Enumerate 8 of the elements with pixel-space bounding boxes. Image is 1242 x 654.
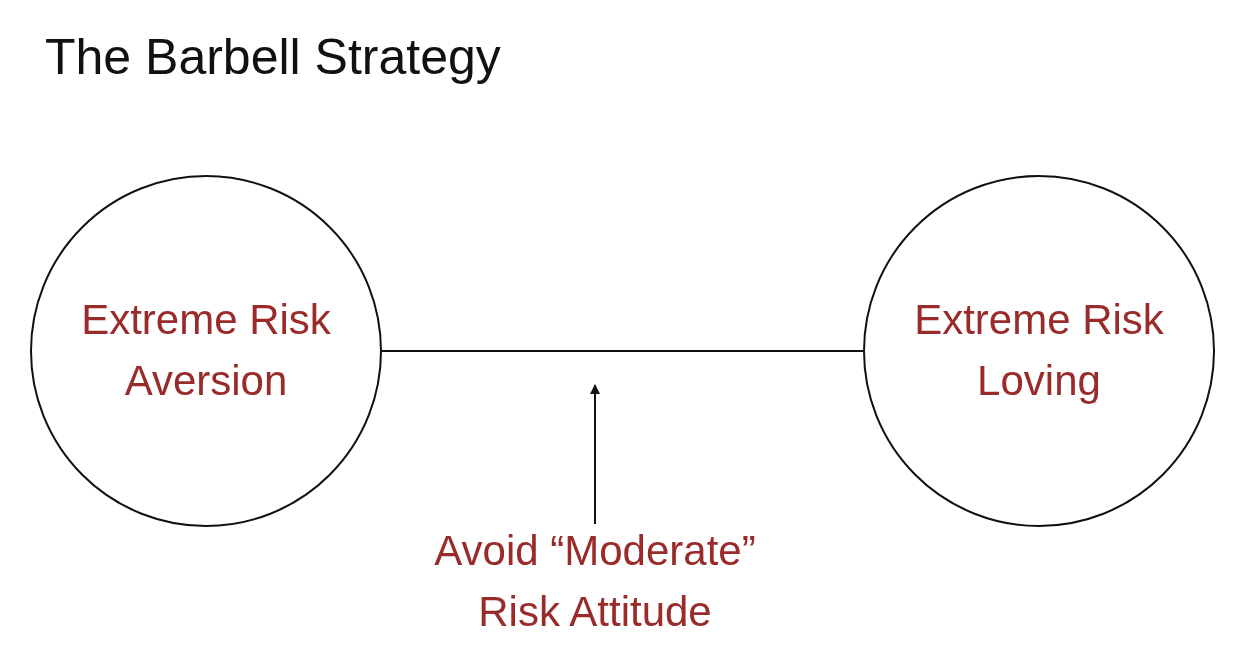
node-label: Extreme Risk Aversion (80, 295, 332, 406)
circle-node (30, 175, 382, 527)
leader-arrow (590, 384, 600, 525)
circle-node (863, 175, 1215, 527)
node-label: Extreme Risk Loving (913, 295, 1165, 406)
title: The Barbell Strategy (45, 28, 501, 86)
connector-line (381, 350, 864, 352)
annotation-text: Avoid “Moderate” Risk Attitude (433, 526, 757, 637)
